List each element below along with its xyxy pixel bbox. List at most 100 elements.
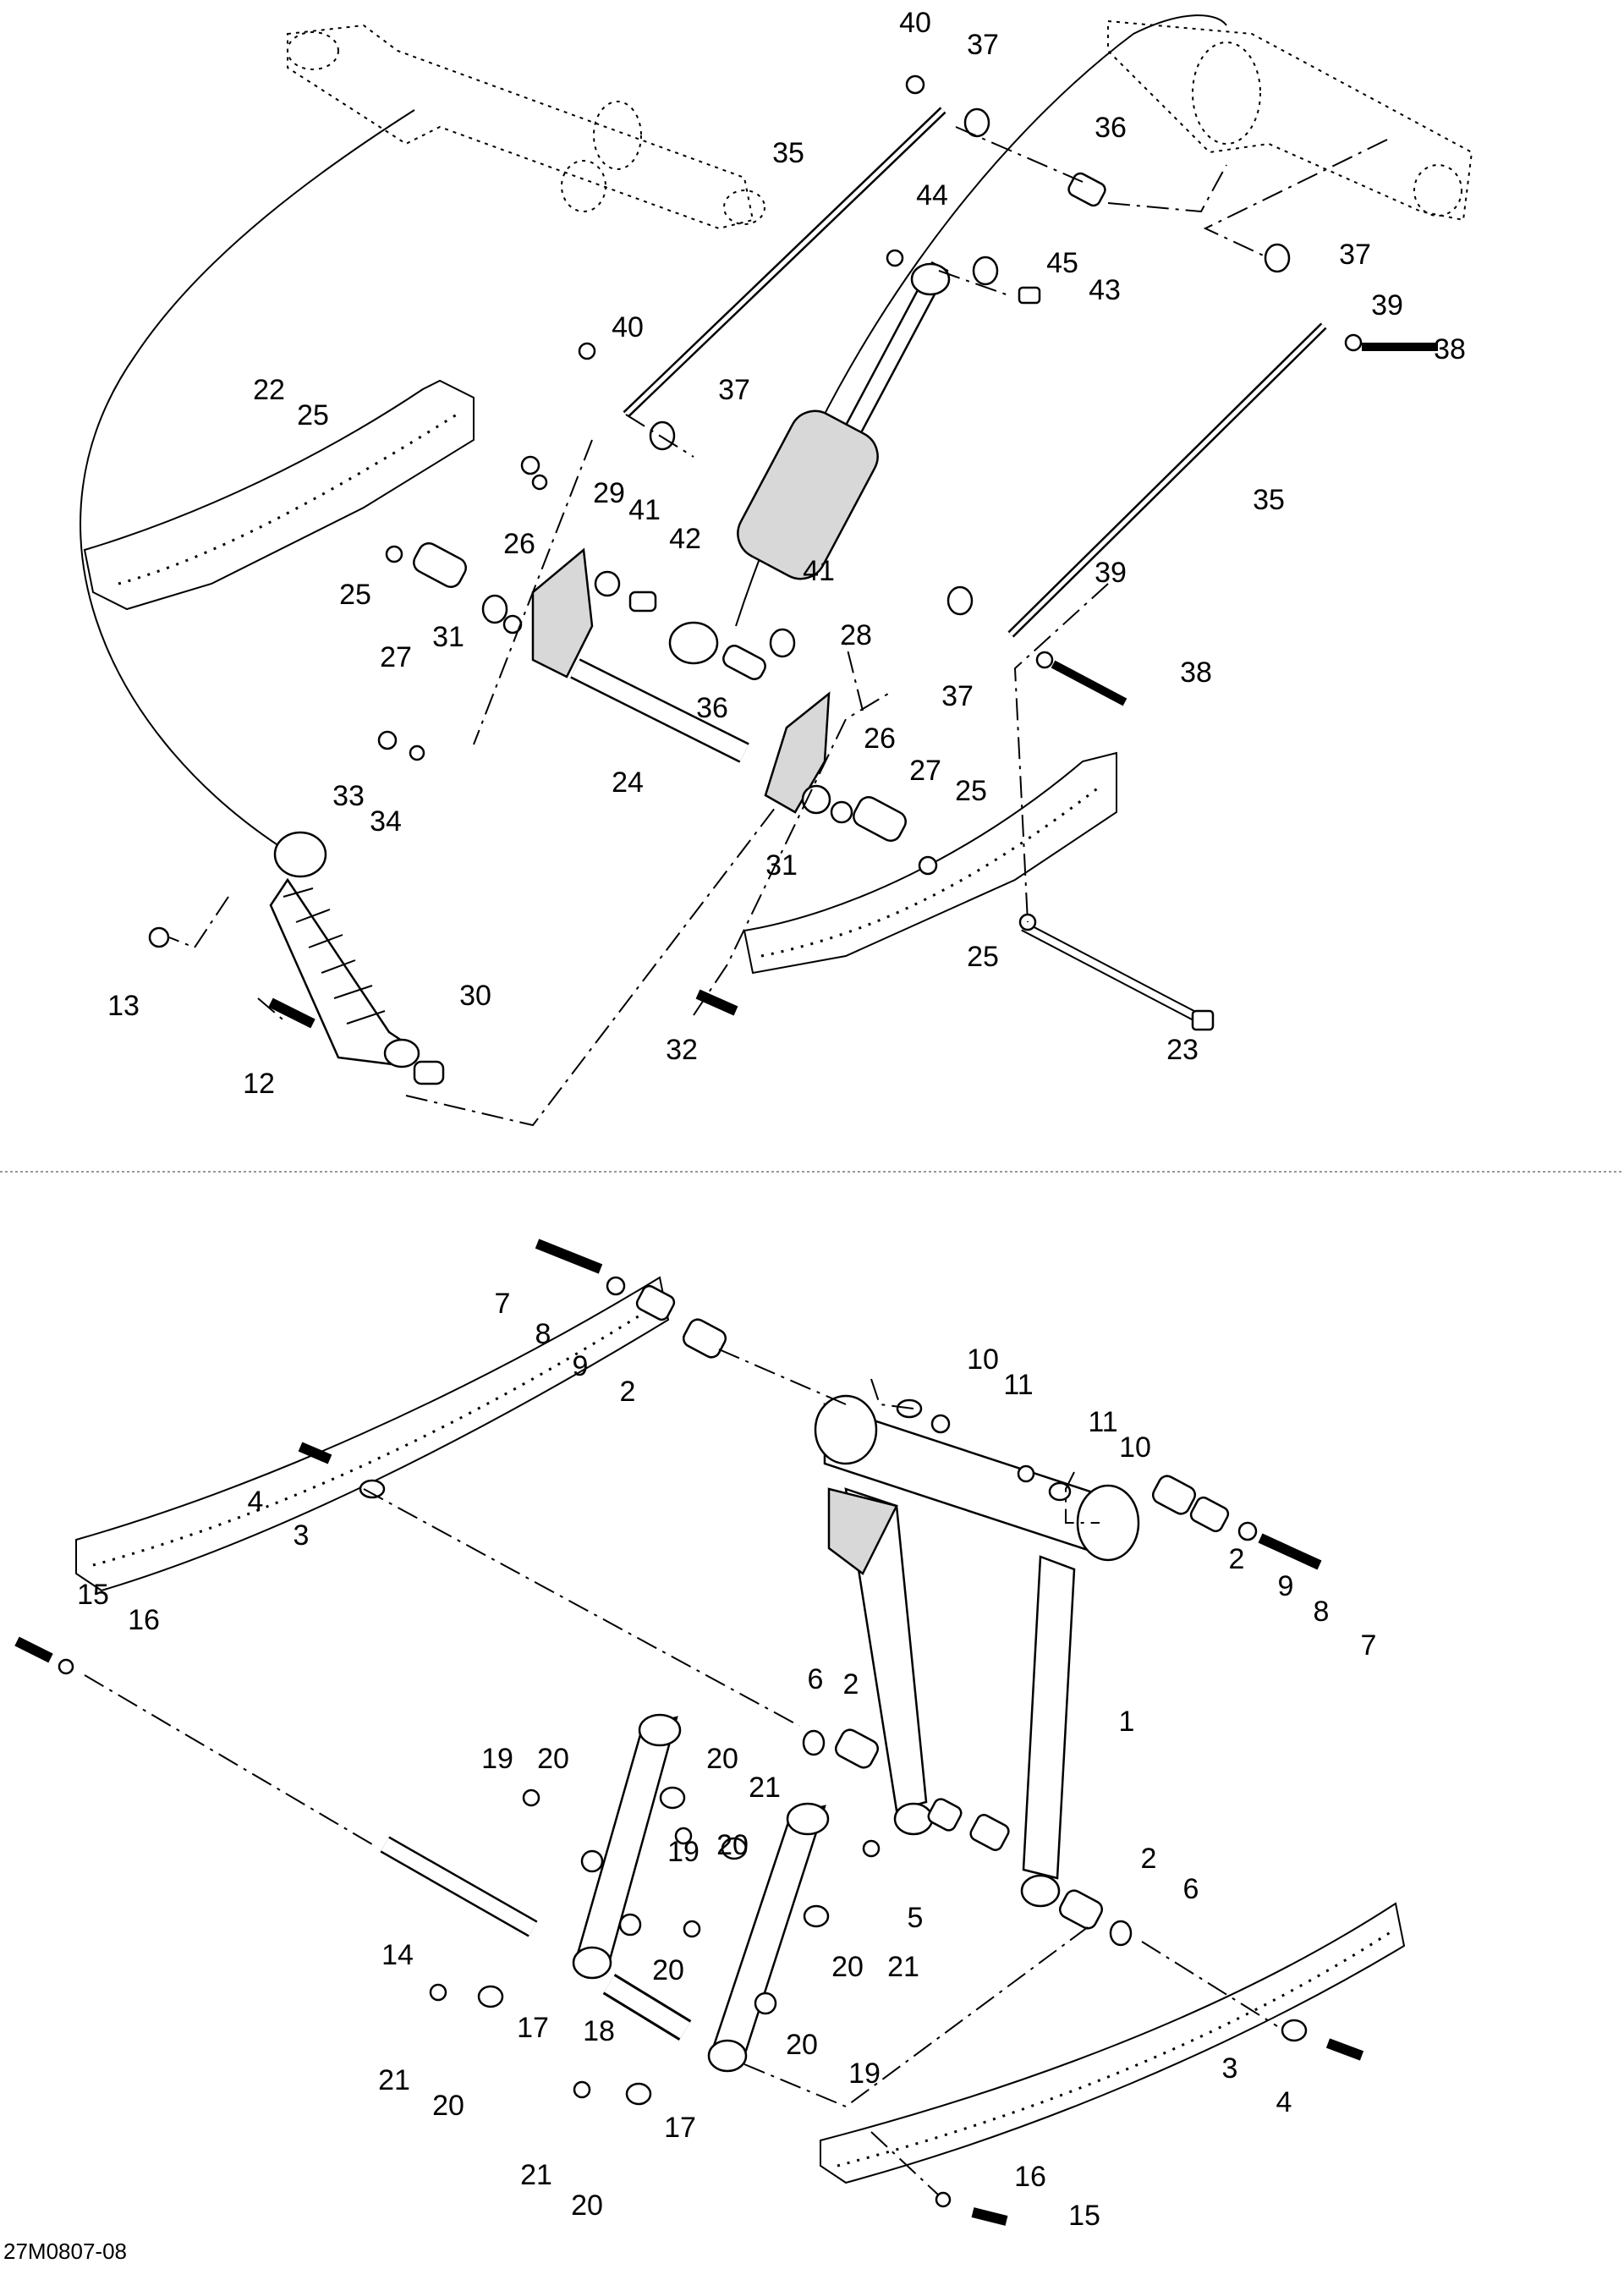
callout-labels-top: 40 37 36 35 44 45 43 37 39 38 40 37 22 2… bbox=[107, 7, 1466, 1100]
callout: 20 bbox=[537, 1743, 569, 1775]
callout: 38 bbox=[1434, 333, 1466, 365]
callout: 21 bbox=[520, 2159, 552, 2191]
callout: 25 bbox=[955, 775, 987, 807]
callout: 25 bbox=[339, 579, 371, 611]
callout: 36 bbox=[696, 692, 728, 724]
callout: 23 bbox=[1166, 1034, 1199, 1066]
callout: 35 bbox=[772, 137, 804, 169]
callout: 25 bbox=[967, 941, 999, 973]
callout: 31 bbox=[432, 621, 464, 653]
shaft-14 bbox=[380, 1836, 538, 1937]
front-arm-assembly-bottom bbox=[14, 1239, 1406, 2226]
callout: 7 bbox=[1361, 1629, 1377, 1662]
callout: 38 bbox=[1180, 657, 1212, 689]
axle-24 bbox=[570, 658, 749, 763]
rear-arm-reference-right bbox=[1107, 19, 1473, 222]
callout: 11 bbox=[1088, 1406, 1117, 1438]
hardware-upper bbox=[148, 74, 1438, 1085]
callout: 28 bbox=[840, 619, 872, 651]
callout: 20 bbox=[831, 1951, 864, 1983]
callout: 37 bbox=[718, 374, 750, 406]
callout: 21 bbox=[887, 1951, 919, 1983]
callout: 31 bbox=[765, 849, 798, 882]
callout: 37 bbox=[941, 680, 974, 712]
callout: 40 bbox=[612, 311, 644, 343]
callout: 34 bbox=[370, 805, 402, 838]
rear-arm-assembly-top bbox=[80, 14, 1473, 1127]
callout: 20 bbox=[432, 2090, 464, 2122]
callout: 27 bbox=[909, 755, 941, 787]
callout: 3 bbox=[1222, 2052, 1238, 2085]
callout: 26 bbox=[864, 722, 896, 755]
rear-arm-reference-left bbox=[287, 24, 765, 230]
callout: 12 bbox=[243, 1068, 275, 1100]
callout: 25 bbox=[297, 399, 329, 431]
callout: 16 bbox=[1014, 2161, 1046, 2193]
callout: 42 bbox=[669, 523, 701, 555]
bolt-23 bbox=[1021, 921, 1215, 1031]
callout: 39 bbox=[1095, 557, 1127, 589]
callout: 6 bbox=[808, 1663, 824, 1695]
callout: 8 bbox=[1314, 1596, 1330, 1628]
callout: 2 bbox=[620, 1376, 636, 1408]
coil-shock bbox=[269, 831, 420, 1069]
callout: 37 bbox=[1339, 239, 1371, 271]
callout: 13 bbox=[107, 990, 140, 1022]
callout: 16 bbox=[128, 1604, 160, 1636]
slide-rail-upper-left bbox=[83, 379, 475, 611]
callout: 41 bbox=[628, 494, 661, 526]
callout: 45 bbox=[1046, 247, 1078, 279]
callout: 8 bbox=[535, 1318, 551, 1350]
callout: 6 bbox=[1183, 1873, 1199, 1905]
slide-rail-upper-right bbox=[743, 751, 1117, 975]
callout: 3 bbox=[294, 1519, 310, 1552]
callout: 43 bbox=[1089, 274, 1121, 306]
callout: 2 bbox=[1229, 1543, 1245, 1575]
callout: 22 bbox=[253, 374, 285, 406]
callout: 1 bbox=[1119, 1706, 1135, 1738]
leader-arrow-left bbox=[80, 109, 415, 847]
callout: 4 bbox=[248, 1486, 264, 1518]
callout: 27 bbox=[380, 641, 412, 673]
callout: 2 bbox=[1141, 1843, 1157, 1875]
slide-rail-lower-right bbox=[820, 1902, 1406, 2184]
callout: 33 bbox=[332, 780, 365, 812]
callout: 20 bbox=[571, 2189, 603, 2222]
suspension-plates-17 bbox=[429, 1713, 881, 2106]
callout: 15 bbox=[77, 1579, 109, 1611]
callout: 17 bbox=[517, 2012, 549, 2044]
callout: 20 bbox=[786, 2029, 818, 2061]
callout: 7 bbox=[495, 1288, 511, 1320]
figure-code: 27M0807-08 bbox=[3, 2239, 127, 2264]
callout: 17 bbox=[664, 2112, 696, 2144]
callout: 19 bbox=[667, 1836, 700, 1868]
callout: 20 bbox=[652, 1954, 684, 1986]
callout: 19 bbox=[848, 2057, 881, 2090]
callout: 11 bbox=[1003, 1369, 1033, 1401]
callout-labels-bottom: 7 8 9 2 10 11 11 10 4 3 15 16 2 9 8 7 6 … bbox=[77, 1288, 1376, 2232]
callout: 19 bbox=[481, 1743, 513, 1775]
callout: 14 bbox=[381, 1939, 414, 1971]
shock-absorber-upper bbox=[668, 261, 951, 665]
callout: 15 bbox=[1068, 2200, 1100, 2232]
callout: 10 bbox=[1119, 1431, 1151, 1464]
callout: 24 bbox=[612, 766, 644, 799]
rocker-left bbox=[531, 547, 594, 679]
callout: 10 bbox=[967, 1343, 999, 1376]
callout: 20 bbox=[716, 1829, 749, 1861]
callout: 20 bbox=[706, 1743, 738, 1775]
callout: 30 bbox=[459, 980, 491, 1012]
callout: 39 bbox=[1371, 289, 1403, 321]
hardware-lower bbox=[14, 1239, 1364, 2226]
callout: 21 bbox=[378, 2064, 410, 2096]
callout: 29 bbox=[593, 477, 625, 509]
callout: 35 bbox=[1253, 484, 1285, 516]
callout: 26 bbox=[503, 528, 535, 560]
callout: 4 bbox=[1276, 2086, 1292, 2118]
callout: 21 bbox=[749, 1772, 781, 1804]
callout: 32 bbox=[666, 1034, 698, 1066]
callout: 40 bbox=[899, 7, 931, 39]
callout: 37 bbox=[967, 29, 999, 61]
